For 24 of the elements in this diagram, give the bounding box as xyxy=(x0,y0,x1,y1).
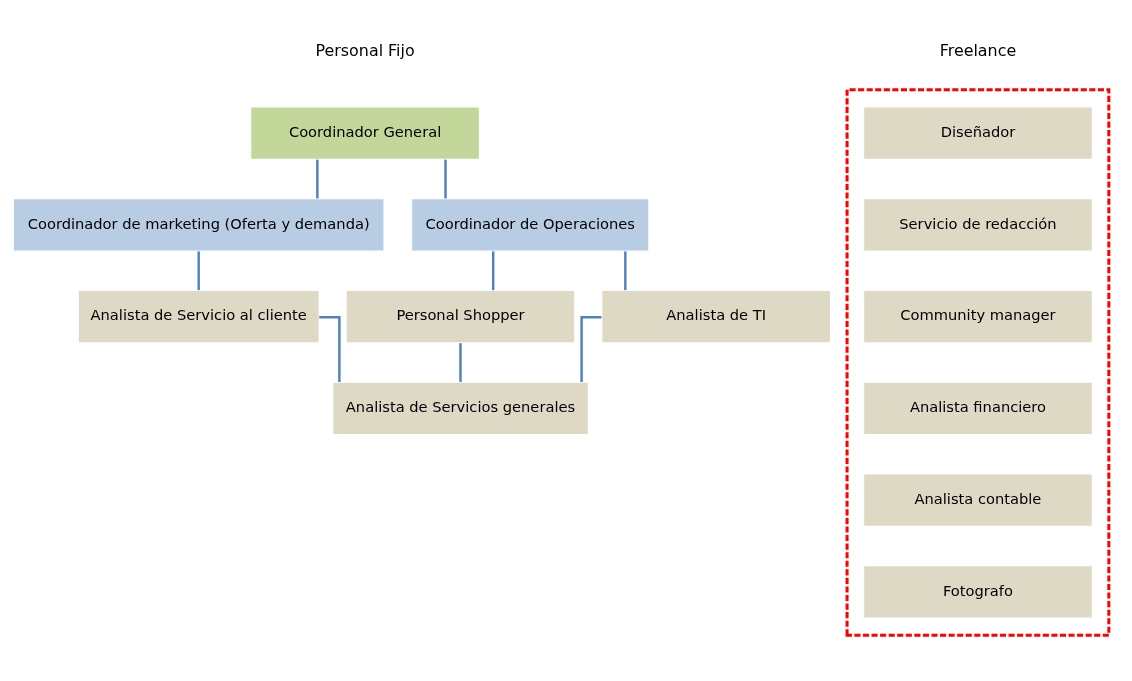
connector xyxy=(624,251,627,291)
connector xyxy=(319,316,341,383)
node-box: Coordinador General xyxy=(250,106,481,161)
node-box: Personal Shopper xyxy=(345,289,576,344)
connector xyxy=(580,316,602,383)
cluster xyxy=(845,88,1111,637)
connector xyxy=(459,343,462,382)
label: Personal Fijo xyxy=(315,40,415,60)
node-box: Analista de Servicio al cliente xyxy=(77,289,320,344)
node-box: Servicio de redacción xyxy=(862,198,1093,252)
connector xyxy=(197,251,200,291)
node-box: Analista financiero xyxy=(862,381,1093,436)
connector xyxy=(316,159,319,199)
node-box: Fotografo xyxy=(862,565,1093,619)
label: Freelance xyxy=(939,40,1017,60)
connector xyxy=(444,159,447,199)
node-box: Analista de Servicios generales xyxy=(332,381,589,436)
node-box: Analista contable xyxy=(862,473,1093,528)
node-box: Coordinador de Operaciones xyxy=(410,198,650,252)
node-box: Coordinador de marketing (Oferta y demanda) xyxy=(12,198,385,252)
connector xyxy=(492,251,495,291)
node-box: Diseñador xyxy=(862,106,1093,161)
node-box: Community manager xyxy=(862,289,1093,344)
node-box: Analista de TI xyxy=(601,289,832,344)
